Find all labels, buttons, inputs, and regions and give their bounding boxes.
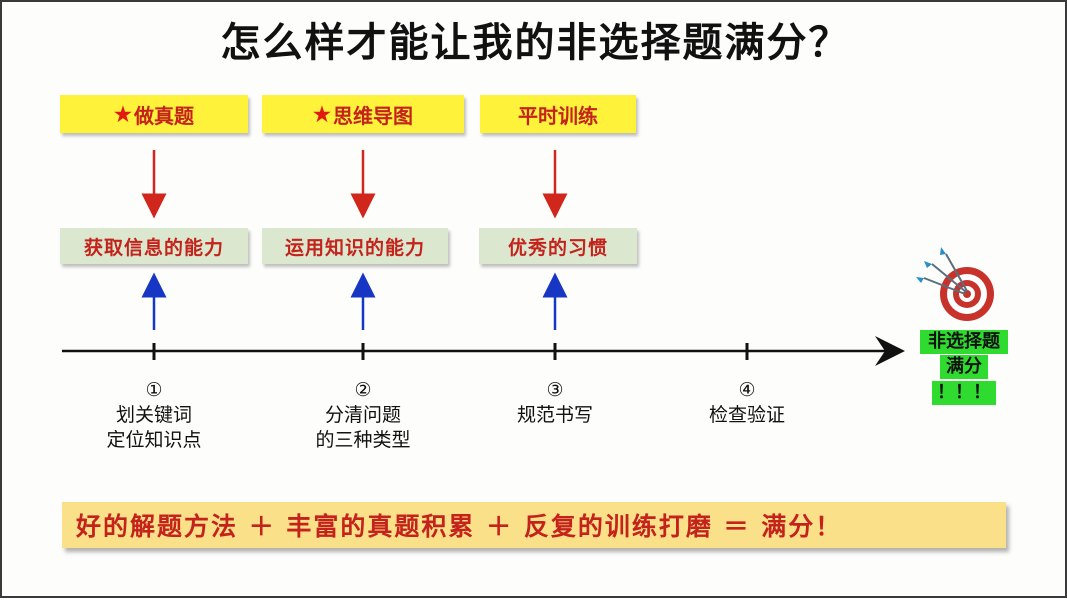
dartboard-target-icon — [916, 247, 994, 321]
step-number: ① — [74, 378, 234, 403]
step-number: ③ — [475, 378, 635, 403]
goal-line-2: 满分 — [940, 355, 988, 379]
step-line: 的三种类型 — [283, 428, 443, 453]
step-number: ④ — [667, 378, 827, 403]
step-line: 检查验证 — [667, 403, 827, 428]
step-4: ④ 检查验证 — [667, 378, 827, 428]
goal-line-3: ！！！ — [932, 381, 996, 405]
step-line: 规范书写 — [475, 403, 635, 428]
step-2: ② 分清问题 的三种类型 — [283, 378, 443, 453]
formula-banner: 好的解题方法 ＋ 丰富的真题积累 ＋ 反复的训练打磨 ＝ 满分！ — [62, 502, 1006, 548]
goal-line-1: 非选择题 — [920, 330, 1008, 354]
step-line: 划关键词 — [74, 403, 234, 428]
step-3: ③ 规范书写 — [475, 378, 635, 428]
step-number: ② — [283, 378, 443, 403]
step-1: ① 划关键词 定位知识点 — [74, 378, 234, 453]
step-line: 分清问题 — [283, 403, 443, 428]
step-line: 定位知识点 — [74, 428, 234, 453]
